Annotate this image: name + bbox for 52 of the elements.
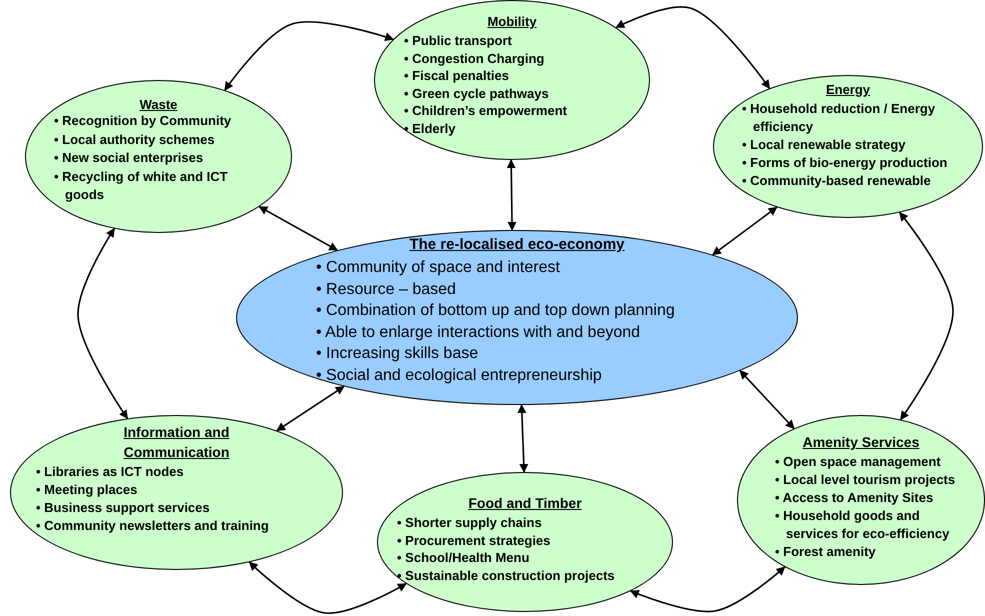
bullet-item: • Congestion Charging xyxy=(404,50,546,68)
bullet-item: • Community of space and interest xyxy=(316,258,561,278)
double-headed-arrow xyxy=(77,228,128,420)
double-headed-arrow xyxy=(630,566,786,612)
bullet-item: • Business support services xyxy=(36,499,211,517)
bullet-item: • Sustainable construction projects xyxy=(397,566,616,584)
bullet-item: • Children’s empowerment xyxy=(404,102,568,120)
double-headed-arrow xyxy=(739,370,795,430)
section-heading: Mobility xyxy=(487,13,537,31)
double-headed-arrow xyxy=(712,206,778,256)
section-heading: Waste xyxy=(140,96,178,114)
section-heading: The re-localised eco-economy xyxy=(409,235,625,255)
section-heading: Energy xyxy=(826,81,870,99)
bullet-item: • School/Health Menu xyxy=(397,549,530,566)
section-heading: Amenity Services xyxy=(802,433,920,452)
bullet-item: • Local renewable strategy xyxy=(742,136,907,154)
double-headed-arrow xyxy=(899,212,954,420)
bullet-item: • Access to Amenity Sites xyxy=(775,489,934,507)
bullet-item: • Forms of bio-energy production xyxy=(742,154,948,172)
bullet-item: • Community-based renewable xyxy=(742,172,932,190)
bullet-item: • Meeting places xyxy=(36,481,138,499)
bullet-item: • Forest amenity xyxy=(775,543,877,561)
bullet-item: • Resource – based xyxy=(316,280,457,300)
bullet-item: • Procurement strategies xyxy=(397,532,552,549)
double-headed-arrow xyxy=(615,6,770,90)
double-headed-arrow xyxy=(276,386,345,432)
bullet-item: • Local authority schemes xyxy=(54,130,216,149)
bullet-item: • Social and ecological entrepreneurship xyxy=(316,366,603,386)
double-headed-arrow xyxy=(506,159,516,231)
bullet-item: • Elderly xyxy=(404,120,457,138)
bullet-item: • Shorter supply chains xyxy=(397,514,543,532)
double-headed-arrow xyxy=(258,206,338,251)
bullet-item: • Public transport xyxy=(404,32,513,50)
bullet-item: • Local level tourism projects xyxy=(775,471,956,489)
bullet-item: • Increasing skills base xyxy=(316,344,480,364)
bullet-item: • Able to enlarge interactions with and beyond xyxy=(316,322,642,343)
bullet-item: • Recycling of white and ICT goods xyxy=(54,168,229,204)
double-headed-arrow xyxy=(248,562,407,614)
section-heading: Information and Communication xyxy=(122,423,230,462)
bullet-item: • New social enterprises xyxy=(54,149,204,167)
bullet-item: • Recognition by Community xyxy=(54,112,232,130)
section-heading: Food and Timber xyxy=(468,494,582,513)
bullet-item: • Combination of bottom up and top down planning xyxy=(316,301,676,322)
bullet-item: • Household goods and services for eco-efficiency xyxy=(775,507,950,543)
bullet-item: • Household reduction / Energy efficiency xyxy=(742,100,936,136)
double-headed-arrow xyxy=(224,21,394,91)
bullet-item: • Open space management xyxy=(775,453,942,471)
bullet-item: • Libraries as ICT nodes xyxy=(36,463,185,481)
double-headed-arrow xyxy=(517,404,528,473)
bullet-item: • Green cycle pathways xyxy=(404,84,550,102)
bullet-item: • Community newsletters and training xyxy=(36,517,270,535)
bullet-item: • Fiscal penalties xyxy=(404,67,510,85)
